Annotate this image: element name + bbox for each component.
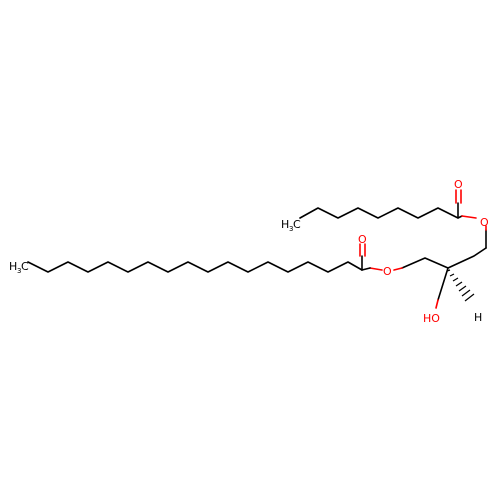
ch3-left-c: C: [21, 260, 29, 273]
glycerol-c-oh-bond: [437, 267, 449, 301]
o-ester-top: O: [480, 216, 489, 229]
ester-top-bond: [461, 215, 477, 219]
stereo-hash-wedge: [446, 269, 475, 302]
o-carbonyl-left: O: [358, 233, 367, 246]
hydroxyl-bond: [435, 299, 439, 309]
ch3-top-h: H: [281, 218, 289, 231]
glycerol-backbone: [401, 247, 487, 269]
carbon-bonds: [27, 207, 487, 301]
myristoyl-chain: [27, 261, 363, 273]
ch3-top-c: C: [293, 218, 301, 231]
o-carbonyl-top: O: [454, 178, 463, 191]
oxygen-bonds: [359, 189, 487, 309]
carbonyl-left-ester-c: [361, 267, 371, 271]
hydroxyl-label: HO: [423, 312, 440, 325]
ester-left-bond-2: [393, 267, 403, 271]
octanoyl-chain: [299, 207, 463, 219]
ch3-top-sub: 3: [289, 225, 293, 233]
ch3-left-sub: 3: [17, 267, 21, 275]
ester-left-bond: [369, 267, 383, 271]
atom-labels: H 3 C H 3 C O O O O HO H: [9, 178, 489, 325]
ch3-left-h: H: [9, 260, 17, 273]
o-ester-left: O: [383, 265, 392, 278]
h-stereo: H: [474, 311, 482, 324]
